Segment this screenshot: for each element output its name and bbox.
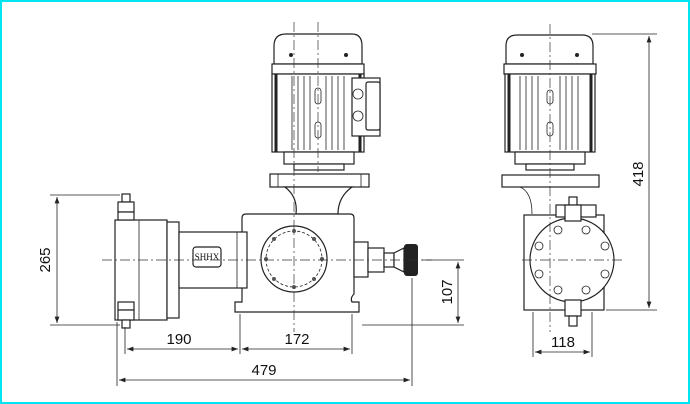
dim-418: 418 — [630, 161, 647, 186]
pump-head: SHHX — [114, 193, 248, 329]
side-dimensions: 418 118 — [532, 33, 657, 357]
front-view: SHHX — [102, 22, 432, 332]
dim-265: 265 — [37, 247, 54, 272]
dim-107: 107 — [439, 279, 456, 304]
nameplate-label: SHHX — [195, 252, 220, 262]
pump-body-front — [234, 213, 360, 313]
dim-190: 190 — [166, 331, 191, 348]
valve-bolt-top — [117, 193, 135, 221]
side-view — [501, 24, 622, 332]
dim-172: 172 — [284, 331, 309, 348]
stroke-adjust-knob — [353, 241, 418, 278]
valve-bolt-bottom — [117, 301, 135, 329]
motor-front — [269, 33, 381, 215]
dim-479: 479 — [251, 362, 276, 379]
front-dimensions: 265 190 172 479 107 — [37, 194, 464, 386]
dim-118: 118 — [551, 334, 575, 351]
